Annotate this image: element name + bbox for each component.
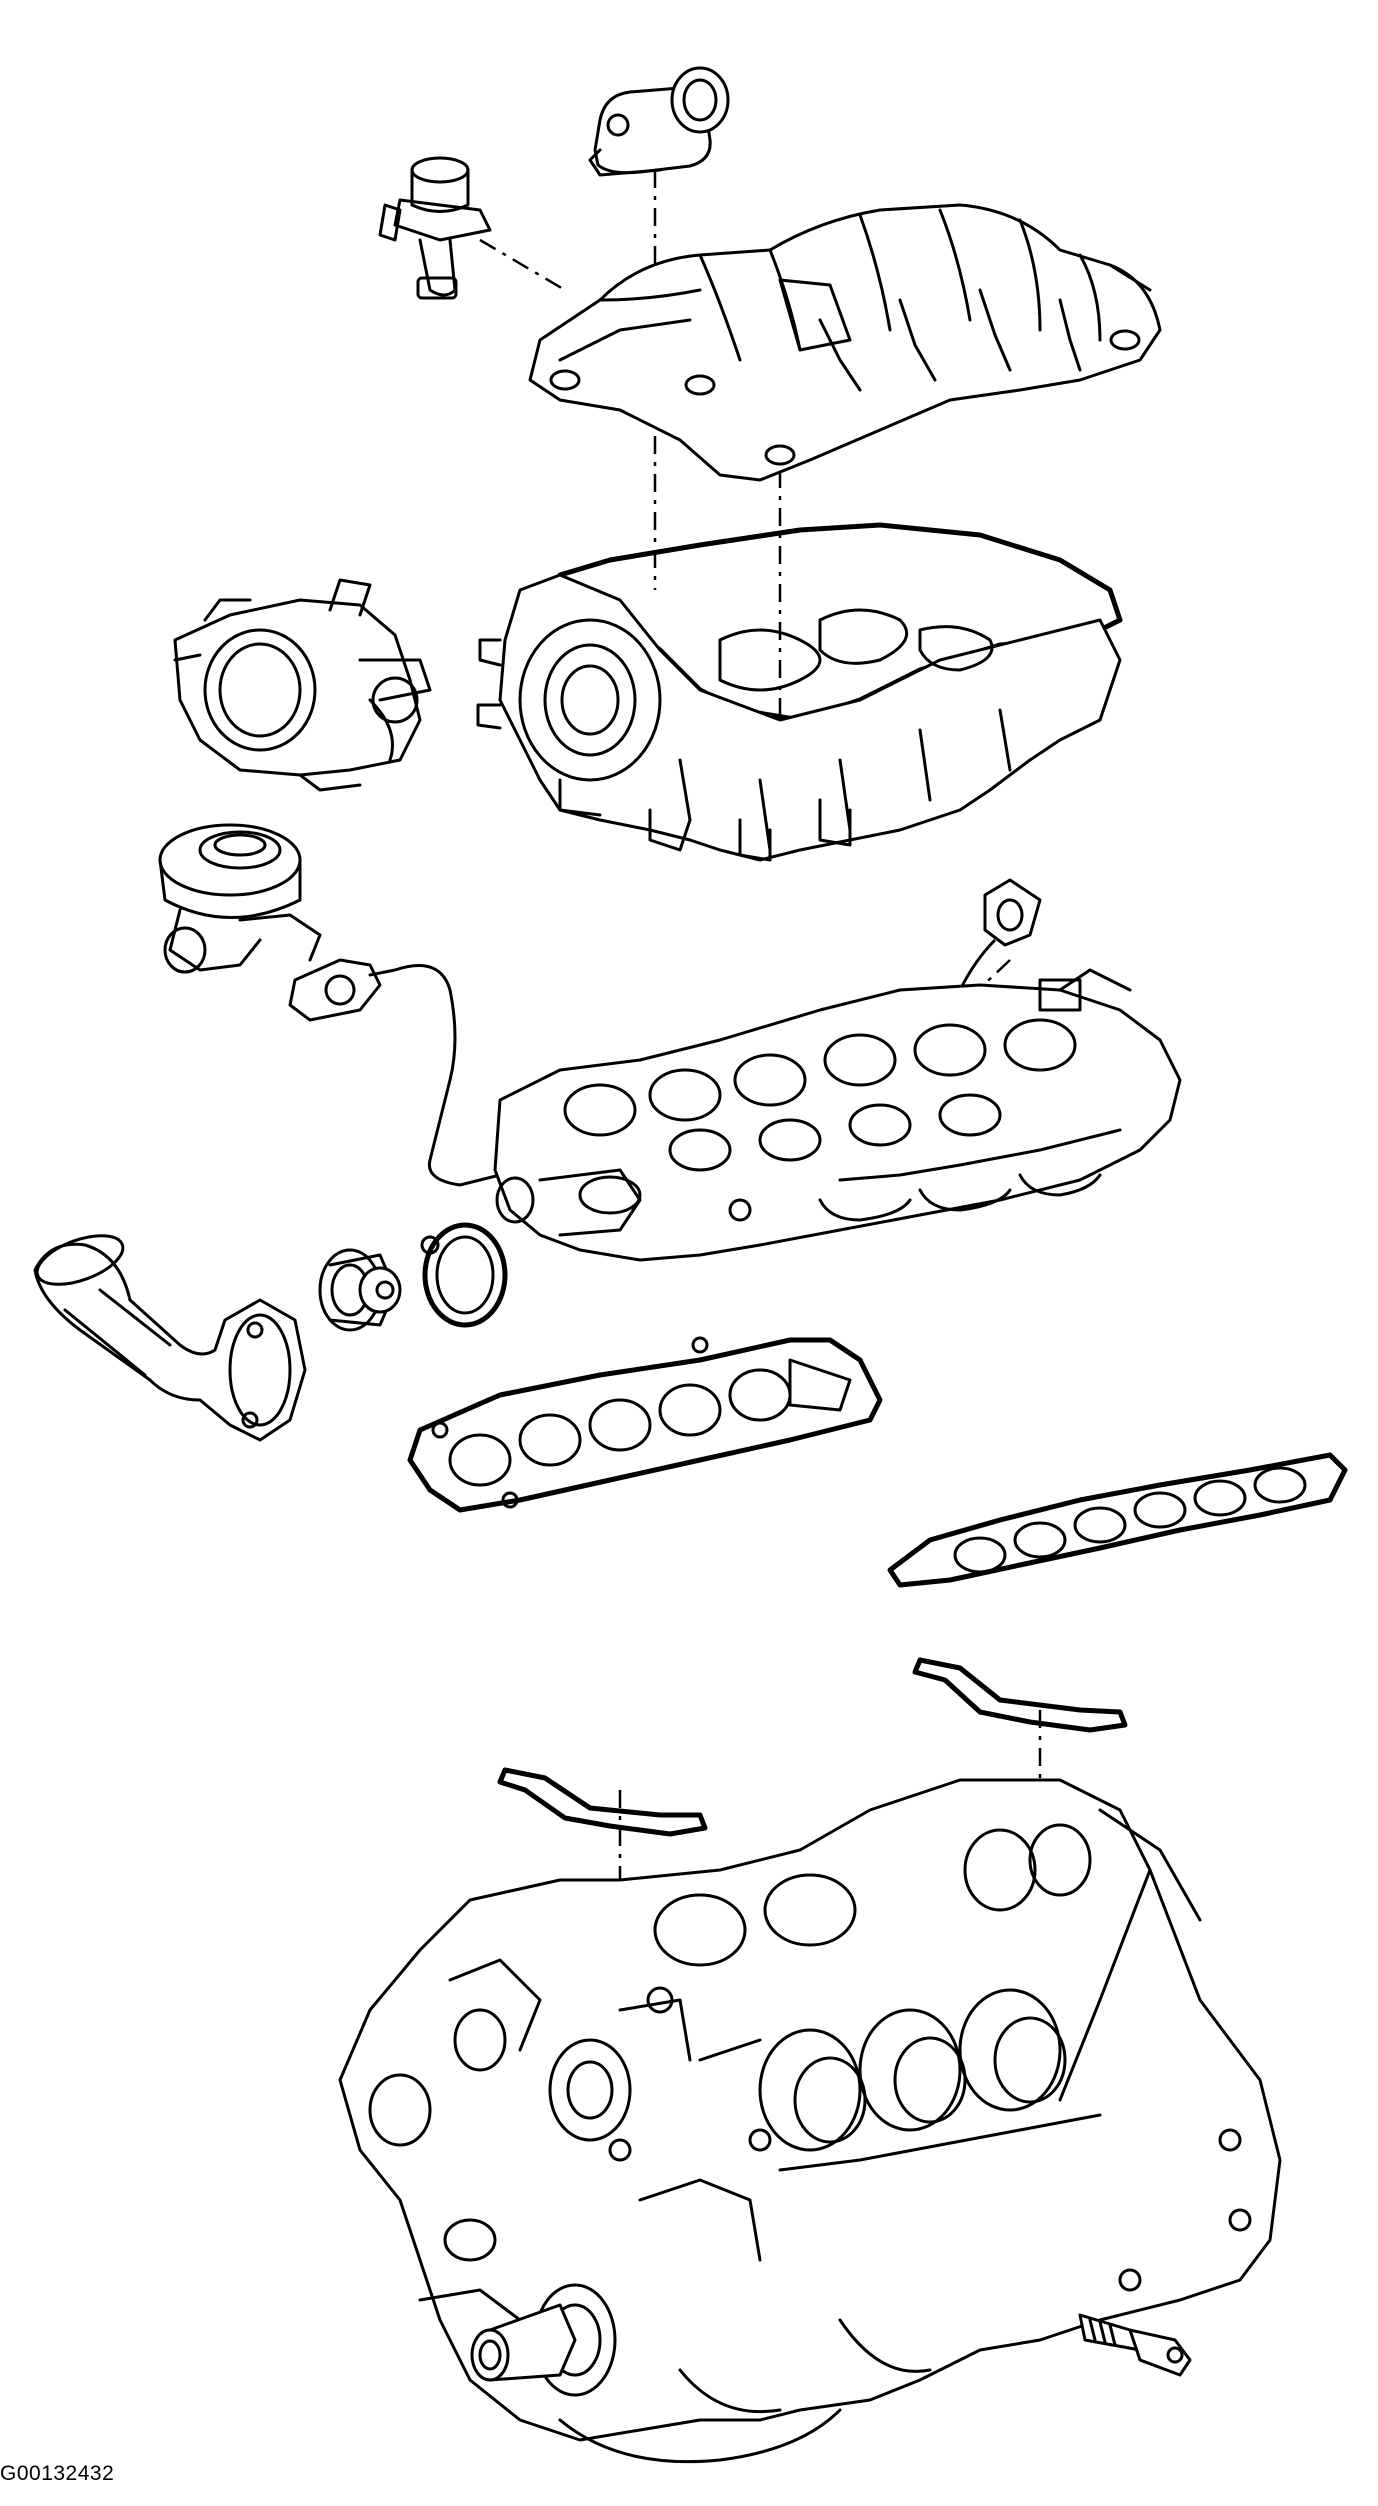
lower-intake-manifold-icon — [493, 968, 1182, 1262]
lower-plenum-body-icon — [476, 573, 1122, 862]
upper-intake-manifold-icon — [528, 203, 1162, 482]
pcv-valve-icon — [378, 156, 492, 300]
engine-block-icon — [338, 1778, 1282, 2464]
thermostat-icon — [318, 1248, 402, 1332]
temperature-sensor-icon — [958, 878, 1042, 991]
end-seal-front-icon — [497, 1767, 708, 1837]
thermostat-seal-icon — [420, 1222, 508, 1328]
intake-air-temperature-sensor-connector-icon — [588, 66, 730, 177]
figure-id-label: G00132432 — [0, 2462, 115, 2485]
knock-sensor-bolt-icon — [1078, 2313, 1192, 2377]
end-seal-rear-icon — [912, 1657, 1128, 1733]
throttle-body-icon — [173, 578, 432, 792]
lower-intake-manifold-gasket-right-icon — [887, 1452, 1348, 1588]
lower-intake-manifold-gasket-left-icon — [407, 1336, 883, 1513]
thermostat-housing-icon — [33, 1234, 307, 1442]
egr-valve-position-sensor-icon — [288, 958, 501, 1187]
egr-valve-icon — [158, 823, 322, 974]
